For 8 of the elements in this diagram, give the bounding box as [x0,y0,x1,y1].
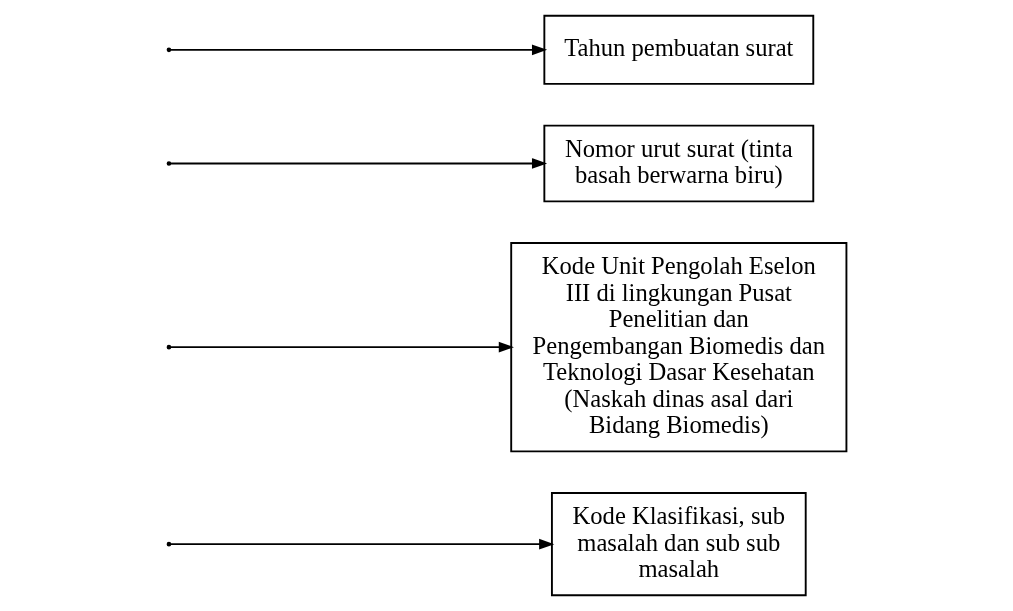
node-box: Kode Unit Pengolah Eselon III di lingkungan Pusat Penelitian dan Pengembangan Biomedis dan Teknologi Dasar Kesehatan (Naskah dinas asal dari Bidang Biomedis) [509,242,847,453]
arrow [168,538,554,550]
arrow [168,44,547,56]
node-box: Kode Klasifikasi, sub masalah dan sub sub masalah [550,492,807,597]
arrow [168,341,514,353]
node-box: Tahun pembuatan surat [542,14,814,85]
arrow [168,158,547,169]
node-box: Nomor urut surat (tinta basah berwarna biru) [542,124,814,203]
